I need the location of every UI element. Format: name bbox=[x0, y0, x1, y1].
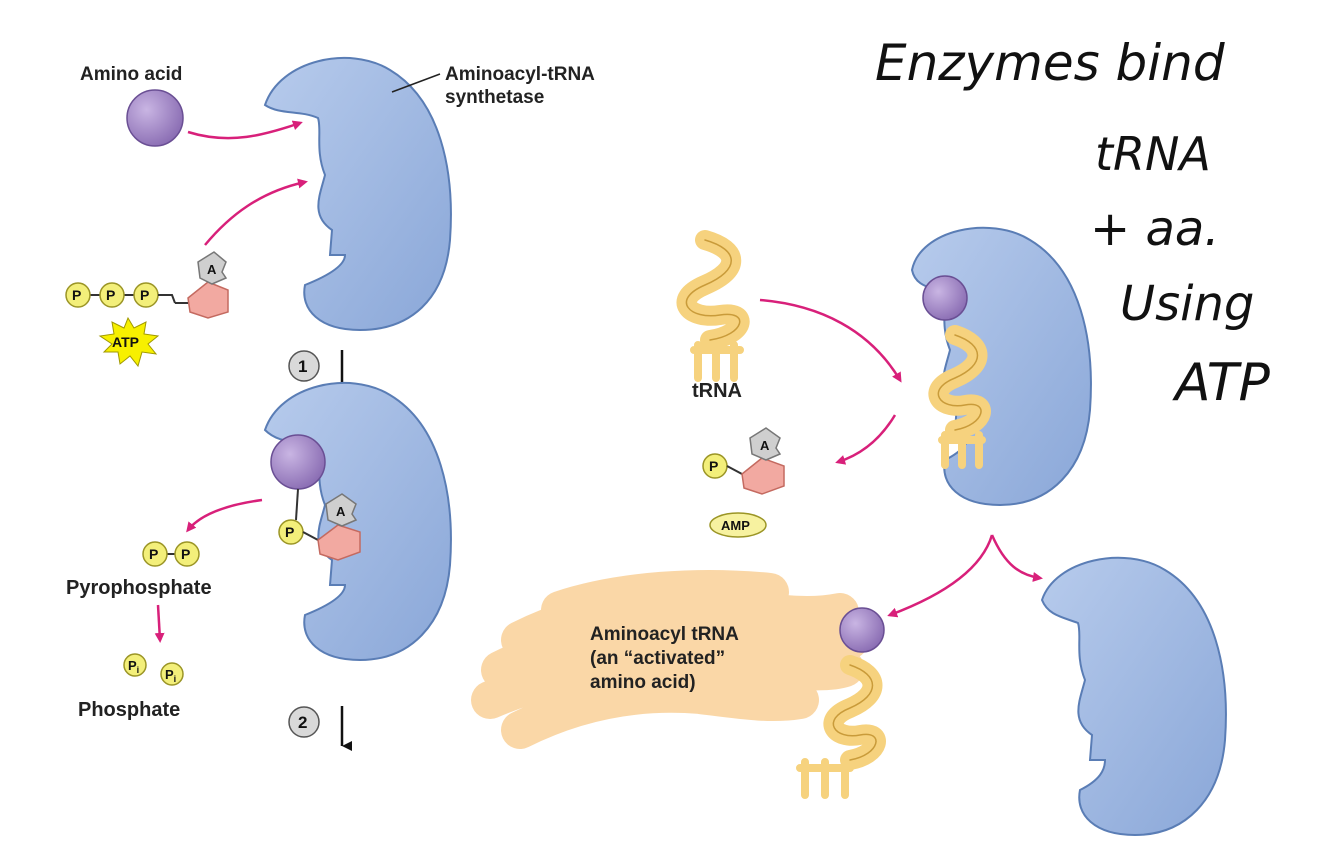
pi-2-sub: i bbox=[174, 674, 177, 684]
inorganic-phosphates: Pi Pi bbox=[123, 653, 184, 686]
atp-label: ATP bbox=[112, 334, 139, 350]
handwriting-line-4: Using bbox=[1120, 276, 1254, 332]
synthetase-enzyme-2 bbox=[263, 381, 452, 662]
trna-product bbox=[796, 655, 886, 799]
arrow-atp-to-enzyme bbox=[204, 178, 308, 246]
handwritten-note: Enzymes bind tRNA + aa. Using ATP bbox=[875, 34, 1271, 413]
bound-amino-acid bbox=[270, 434, 326, 490]
bound-amino-acid-2 bbox=[922, 275, 968, 321]
pyro-phosphate-2: P bbox=[181, 546, 190, 562]
pi-1-p: P bbox=[128, 658, 137, 673]
handwriting-line-2: tRNA bbox=[1095, 127, 1211, 181]
step-1-number: 1 bbox=[298, 357, 307, 376]
aminoacyl-label-line2: (an “activated” bbox=[590, 648, 725, 669]
arrow-amino-acid-to-enzyme bbox=[187, 120, 303, 140]
pi-2-p: P bbox=[165, 667, 174, 682]
arrow-split-to-enzyme bbox=[990, 534, 1043, 582]
amino-acid-label: Amino acid bbox=[80, 64, 182, 85]
arrow-split-to-aminoacyl bbox=[887, 534, 994, 618]
trna-label: tRNA bbox=[692, 380, 742, 402]
synthetase-label-line1: Aminoacyl-tRNA bbox=[445, 64, 595, 85]
amp-label: AMP bbox=[721, 518, 750, 533]
handwriting-line-5: ATP bbox=[1172, 353, 1271, 413]
synthetase-leader-line bbox=[391, 73, 441, 93]
step-1-badge bbox=[288, 350, 320, 382]
atp-phosphate-3: P bbox=[140, 287, 149, 303]
trna-free bbox=[676, 230, 750, 382]
pi-1-label: Pi bbox=[128, 658, 139, 675]
product-amino-acid bbox=[839, 607, 885, 653]
atp-molecule: A P P P bbox=[65, 251, 229, 319]
aminoacyl-amp: P A bbox=[278, 488, 361, 561]
trna-bound bbox=[928, 325, 991, 469]
amp-molecule: P A AMP bbox=[702, 427, 785, 538]
adenine-label-bound: A bbox=[336, 504, 346, 519]
pyro-phosphate-1: P bbox=[149, 546, 158, 562]
atp-phosphate-1: P bbox=[72, 287, 81, 303]
synthetase-label-line2: synthetase bbox=[445, 87, 544, 108]
aminoacyl-label-line3: amino acid) bbox=[590, 672, 696, 693]
adenine-label-amp: A bbox=[760, 438, 770, 453]
highlighter-scribble bbox=[471, 570, 869, 749]
amp-phosphate-label: P bbox=[709, 458, 718, 474]
arrow-to-pyrophosphate bbox=[186, 498, 263, 533]
aminoacyl-label-line1: Aminoacyl tRNA bbox=[590, 624, 739, 645]
pi-1-sub: i bbox=[137, 665, 140, 675]
synthetase-enzyme-3 bbox=[910, 226, 1092, 507]
step-2-number: 2 bbox=[298, 713, 307, 732]
adenine-label-atp: A bbox=[207, 262, 217, 277]
phosphate-label: Phosphate bbox=[78, 699, 180, 721]
atp-burst: ATP bbox=[98, 316, 160, 368]
pi-2-label: Pi bbox=[165, 667, 176, 684]
synthetase-enzyme-1 bbox=[263, 56, 452, 332]
synthetase-enzyme-free bbox=[1040, 556, 1227, 837]
bound-phosphate-label: P bbox=[285, 524, 294, 540]
handwriting-line-3: + aa. bbox=[1090, 201, 1220, 257]
arrow-to-amp bbox=[835, 414, 897, 465]
arrow-to-phosphate bbox=[154, 604, 165, 643]
arrow-trna-to-enzyme bbox=[759, 298, 902, 383]
amino-acid-sphere bbox=[126, 89, 184, 147]
atp-phosphate-2: P bbox=[106, 287, 115, 303]
pyrophosphate-molecule: P P bbox=[142, 541, 200, 567]
step-2-badge bbox=[288, 706, 320, 738]
handwriting-line-1: Enzymes bind bbox=[875, 34, 1225, 92]
pyrophosphate-label: Pyrophosphate bbox=[66, 577, 212, 599]
